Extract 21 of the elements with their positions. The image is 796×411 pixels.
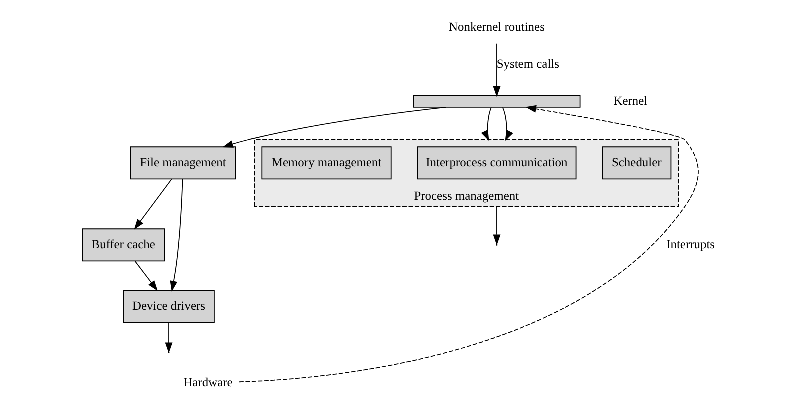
arrow <box>222 107 446 148</box>
arrow <box>480 107 492 142</box>
arrow <box>492 206 500 246</box>
node-box: File management <box>130 146 236 180</box>
label: Kernel <box>613 94 648 108</box>
edge-label: Interrupts <box>666 237 715 252</box>
node-box: Scheduler <box>602 146 672 180</box>
node-box: Memory management <box>261 146 392 180</box>
arrow <box>502 107 513 142</box>
arrow <box>492 43 500 98</box>
node-box: Interprocess communication <box>416 146 576 180</box>
arrow <box>238 105 698 383</box>
node-text: Nonkernel routines <box>448 20 544 34</box>
node-bar <box>412 95 580 108</box>
edge-label: System calls <box>496 56 560 71</box>
arrow <box>134 260 158 292</box>
arrow <box>170 178 183 292</box>
node-text: Hardware <box>183 376 232 390</box>
node-box: Device drivers <box>122 290 214 324</box>
node-box: Buffer cache <box>82 228 164 262</box>
arrow <box>134 179 172 230</box>
